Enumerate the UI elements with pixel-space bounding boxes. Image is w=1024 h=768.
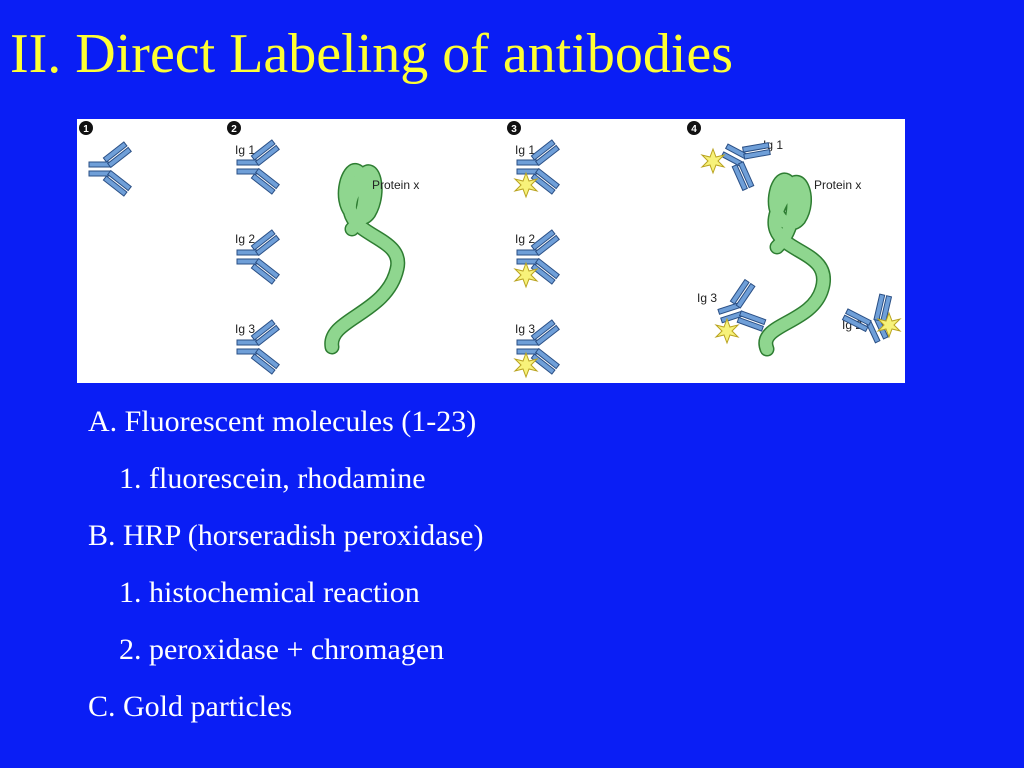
panel-number-2: 2 xyxy=(231,124,237,135)
ig-label: Ig 1 xyxy=(515,143,535,157)
outline-subitem: 1. fluorescein, rhodamine xyxy=(119,462,426,495)
panel-2: 2 Ig 1 Ig 2 Ig 3 Protein x xyxy=(227,121,419,375)
antibody-labeling-figure: 1 2 Ig 1 Ig 2 Ig 3 Protein x 3 Ig 1 xyxy=(77,119,905,383)
panel-3: 3 Ig 1 Ig 2 Ig 3 xyxy=(507,121,560,378)
figure-svg: 1 2 Ig 1 Ig 2 Ig 3 Protein x 3 Ig 1 xyxy=(79,121,905,378)
antibody-icon xyxy=(88,141,132,197)
protein-x-strand xyxy=(758,172,831,357)
panel-number-3: 3 xyxy=(511,124,517,135)
panel-4: 4 Protein x Ig 1 Ig 3 Ig 2 xyxy=(687,121,905,357)
panel-number-badge xyxy=(507,121,521,135)
panel-number-1: 1 xyxy=(83,124,89,135)
ig-label: Ig 2 xyxy=(235,232,255,246)
slide-title: II. Direct Labeling of antibodies xyxy=(10,23,734,85)
outline-item: B. HRP (horseradish peroxidase) xyxy=(88,519,484,552)
ig-label: Ig 3 xyxy=(235,322,255,336)
outline-subitem: 2. peroxidase + chromagen xyxy=(119,633,445,666)
ig-label: Ig 1 xyxy=(763,138,783,152)
protein-label: Protein x xyxy=(814,178,861,192)
panel-number-badge xyxy=(227,121,241,135)
fluorescent-label-icon xyxy=(701,148,725,174)
outline-subitem: 1. histochemical reaction xyxy=(119,576,420,609)
ig-label: Ig 3 xyxy=(515,322,535,336)
outline-item: C. Gold particles xyxy=(88,690,293,723)
outline-item: A. Fluorescent molecules (1-23) xyxy=(88,405,477,438)
antibody-icon xyxy=(711,125,776,195)
fluorescent-label-icon xyxy=(715,318,739,344)
panel-number-badge xyxy=(79,121,93,135)
ig-label: Ig 3 xyxy=(697,291,717,305)
protein-x-strand xyxy=(324,163,406,355)
slide-outline: A. Fluorescent molecules (1-23) 1. fluor… xyxy=(88,393,483,735)
panel-1: 1 xyxy=(79,121,132,197)
protein-label: Protein x xyxy=(372,178,419,192)
panel-number-badge xyxy=(687,121,701,135)
panel-number-4: 4 xyxy=(691,124,697,135)
ig-label: Ig 1 xyxy=(235,143,255,157)
ig-label: Ig 2 xyxy=(515,232,535,246)
